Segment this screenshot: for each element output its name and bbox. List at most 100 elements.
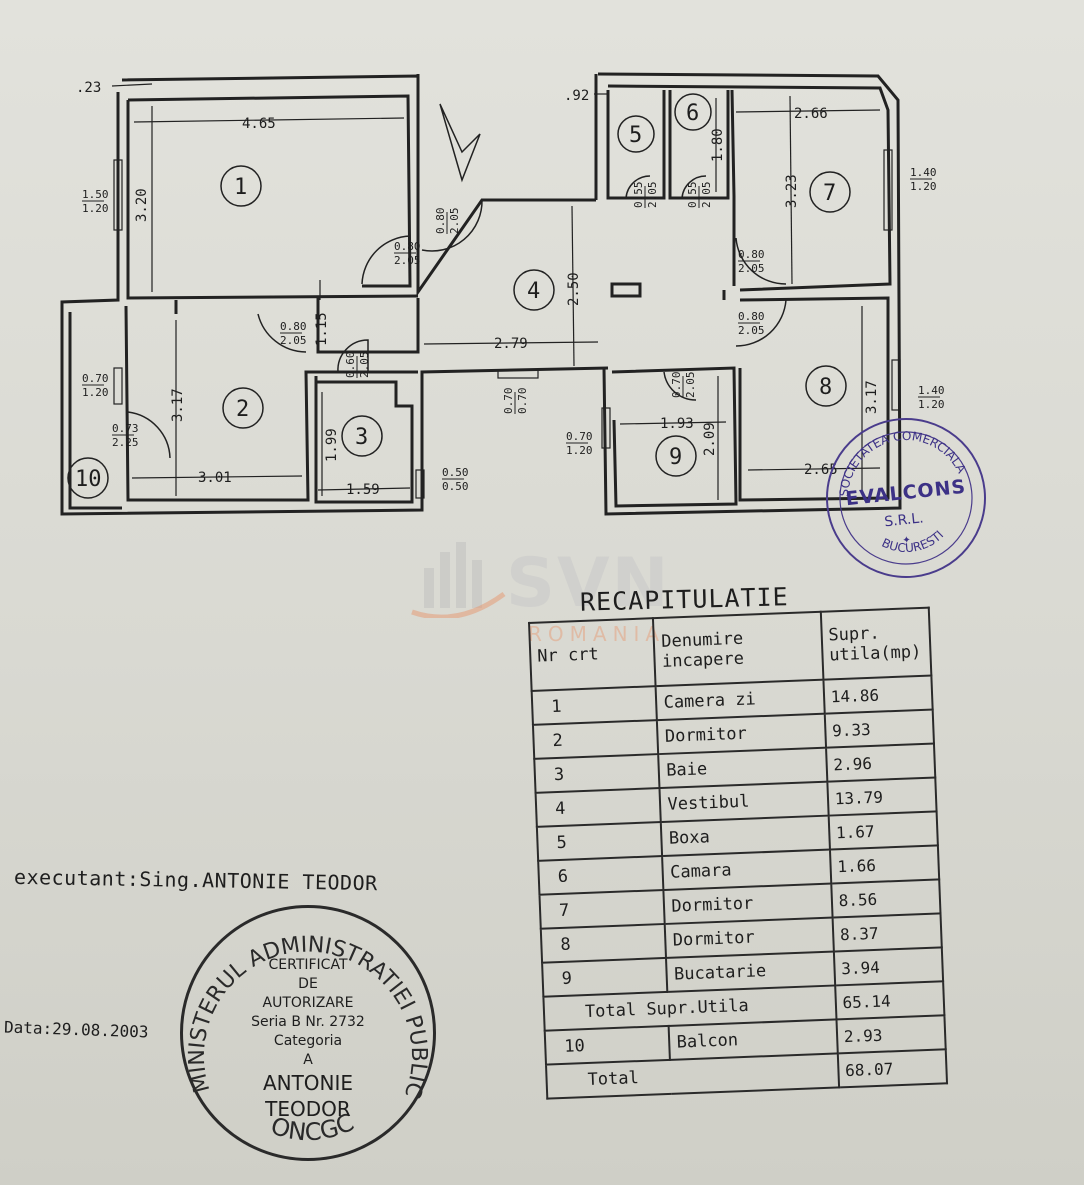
opening-15: 0.701.20 bbox=[566, 430, 593, 457]
opening-1: 1.501.20 bbox=[82, 188, 109, 215]
header-suprafata: Supr. utila(mp) bbox=[820, 607, 932, 680]
floor-plan: 1 2 3 4 5 6 7 8 9 10 4.65 3.20 2.66 3.23… bbox=[60, 72, 945, 516]
svg-text:BUCURESTI: BUCURESTI bbox=[878, 527, 947, 558]
dim-193: 1.93 bbox=[660, 416, 694, 432]
room-1-number: 1 bbox=[234, 175, 247, 200]
svg-text:1.40: 1.40 bbox=[918, 384, 945, 397]
svg-text:0.55: 0.55 bbox=[632, 182, 645, 209]
room-numbers: 1 2 3 4 5 6 7 8 9 10 bbox=[67, 93, 851, 499]
plan-walls bbox=[60, 72, 902, 516]
room-2-number: 2 bbox=[236, 397, 249, 422]
svg-text:1.20: 1.20 bbox=[918, 398, 945, 411]
dimension-lines bbox=[111, 83, 881, 500]
north-arrow bbox=[439, 103, 481, 183]
svg-text:0.80: 0.80 bbox=[738, 310, 765, 323]
opening-4: 0.802.05 bbox=[280, 320, 307, 347]
building-logo-icon bbox=[411, 542, 506, 618]
svg-text:2.05: 2.05 bbox=[394, 254, 421, 267]
svg-text:2.05: 2.05 bbox=[700, 182, 713, 209]
dim-250: 2.50 bbox=[566, 272, 582, 306]
svg-text:0.70: 0.70 bbox=[670, 372, 683, 399]
svg-text:1.50: 1.50 bbox=[82, 188, 109, 201]
opening-9: 0.500.50 bbox=[442, 466, 469, 493]
svn-watermark: SVN ROMANIA bbox=[410, 538, 680, 648]
ministry-inner: CERTIFICAT DE AUTORIZARE Seria B Nr. 273… bbox=[251, 957, 365, 1121]
dim-115: 1.15 bbox=[314, 312, 330, 346]
windows bbox=[113, 149, 901, 499]
dim-023: .23 bbox=[76, 80, 101, 96]
recap-title: RECAPITULATIE bbox=[579, 582, 790, 617]
opening-6: 0.701.20 bbox=[82, 372, 109, 399]
dim-317-left: 3.17 bbox=[170, 388, 186, 422]
watermark-main: SVN bbox=[506, 544, 671, 623]
dim-317-right: 3.17 bbox=[864, 380, 880, 414]
svg-text:2.05: 2.05 bbox=[448, 208, 461, 235]
dim-279: 2.79 bbox=[494, 336, 528, 352]
opening-17: 1.401.20 bbox=[918, 384, 945, 411]
room-6-number: 6 bbox=[686, 101, 699, 126]
opening-12: 0.802.05 bbox=[738, 248, 765, 275]
dimension-texts: 4.65 3.20 2.66 3.23 1.80 2.50 2.79 1.15 … bbox=[76, 80, 880, 498]
svg-text:2.05: 2.05 bbox=[358, 352, 371, 379]
svg-text:1.20: 1.20 bbox=[566, 444, 593, 457]
svg-text:1.20: 1.20 bbox=[82, 202, 109, 215]
dim-323: 3.23 bbox=[784, 174, 800, 208]
dim-199: 1.99 bbox=[324, 428, 340, 462]
opening-13: 0.802.05 bbox=[738, 310, 765, 337]
room-4-number: 4 bbox=[527, 279, 540, 304]
svg-text:2.05: 2.05 bbox=[738, 262, 765, 275]
svg-text:0.70: 0.70 bbox=[82, 372, 109, 385]
svg-text:2.05: 2.05 bbox=[646, 182, 659, 209]
svg-text:0.50: 0.50 bbox=[442, 480, 469, 493]
evalcons-stamp: SOCIETATEA COMERCIALA BUCURESTI EVALCONS… bbox=[818, 410, 994, 586]
svg-text:0.60: 0.60 bbox=[344, 352, 357, 379]
room-10-number: 10 bbox=[75, 467, 102, 492]
svg-text:2.05: 2.05 bbox=[280, 334, 307, 347]
dim-465: 4.65 bbox=[242, 116, 276, 132]
svg-text:0.80: 0.80 bbox=[280, 320, 307, 333]
dim-265: 2.65 bbox=[804, 462, 838, 478]
header-nr: Nr crt bbox=[529, 618, 657, 691]
evalcons-city: BUCURESTI bbox=[878, 527, 947, 558]
svg-text:0.70: 0.70 bbox=[566, 430, 593, 443]
dim-320: 3.20 bbox=[134, 188, 150, 222]
svg-text:0.70: 0.70 bbox=[516, 388, 529, 415]
dim-159: 1.59 bbox=[346, 482, 380, 498]
svg-text:2.05: 2.05 bbox=[738, 324, 765, 337]
ministry-stamp: MINISTERUL ADMINISTRATIEI PUBLICE ONCGC … bbox=[180, 905, 436, 1161]
dim-209: 2.09 bbox=[702, 422, 718, 456]
header-denumire: Denumire incapere bbox=[653, 611, 824, 687]
room-7-number: 7 bbox=[823, 181, 836, 206]
svg-text:1.40: 1.40 bbox=[910, 166, 937, 179]
door-swings bbox=[127, 175, 787, 459]
svg-text:1.20: 1.20 bbox=[910, 180, 937, 193]
room-3-number: 3 bbox=[355, 425, 368, 450]
watermark-sub: ROMANIA bbox=[528, 622, 666, 646]
dim-266: 2.66 bbox=[794, 106, 828, 122]
svg-text:0.80: 0.80 bbox=[434, 208, 447, 235]
room-9-number: 9 bbox=[669, 445, 682, 470]
star-icon: ✦ bbox=[901, 534, 912, 547]
opening-7: 0.732.25 bbox=[112, 422, 139, 449]
dim-180: 1.80 bbox=[710, 128, 726, 162]
svg-text:0.80: 0.80 bbox=[394, 240, 421, 253]
svg-text:0.73: 0.73 bbox=[112, 422, 139, 435]
room-5-number: 5 bbox=[629, 123, 642, 148]
svg-text:1.20: 1.20 bbox=[82, 386, 109, 399]
svg-text:0.55: 0.55 bbox=[686, 182, 699, 209]
dim-301: 3.01 bbox=[198, 470, 232, 486]
dim-092: .92 bbox=[564, 88, 589, 104]
svg-text:2.05: 2.05 bbox=[684, 372, 697, 399]
recap-table: Nr crt Denumire incapere Supr. utila(mp)… bbox=[528, 607, 948, 1100]
opening-2: 0.802.05 bbox=[394, 240, 421, 267]
svg-text:2.25: 2.25 bbox=[112, 436, 139, 449]
room-8-number: 8 bbox=[819, 375, 832, 400]
